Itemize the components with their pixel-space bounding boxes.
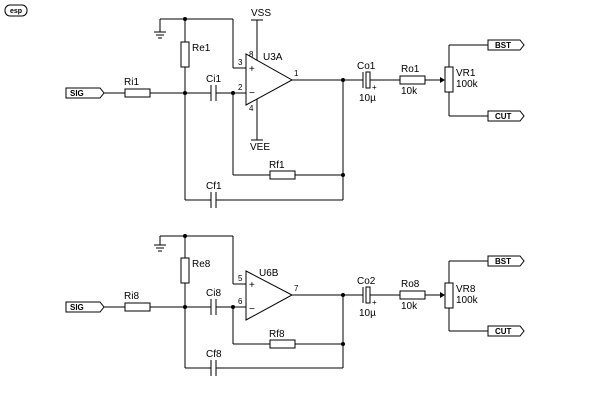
pin-out: 7 xyxy=(294,284,299,293)
channel-1: SIG Ri1 Re1 Ci1 xyxy=(65,8,525,208)
potentiometer-vr1: VR1 100k xyxy=(444,66,479,93)
svg-text:+: + xyxy=(249,280,255,291)
supply-vee-label: VEE xyxy=(250,142,270,153)
resistor-re1: Re1 xyxy=(180,41,211,68)
port-bst-2: BST xyxy=(487,255,525,267)
esp-logo: esp xyxy=(4,4,28,17)
capacitor-ci8: Ci8 xyxy=(206,288,221,315)
svg-text:+: + xyxy=(372,298,377,307)
resistor-ri8: Ri8 xyxy=(124,291,151,312)
pin-inv: 2 xyxy=(238,83,243,92)
input-port-label: SIG xyxy=(70,89,84,98)
resistor-ro8-value: 10k xyxy=(401,301,418,312)
capacitor-ci1-label: Ci1 xyxy=(206,74,221,85)
resistor-rf1-label: Rf1 xyxy=(269,160,285,171)
pin-vneg: 4 xyxy=(249,104,254,113)
port-cut-label: CUT xyxy=(495,327,512,336)
channel-2: SIG Ri8 Re8 Ci8 xyxy=(65,234,525,376)
ground-symbol-2 xyxy=(154,236,166,252)
port-cut-1: CUT xyxy=(487,110,525,122)
input-port-sig-2: SIG xyxy=(65,301,105,313)
opamp-u3a: + − U3A 3 2 1 8 4 xyxy=(238,50,299,113)
resistor-re8-label: Re8 xyxy=(192,259,211,270)
pin-noninv: 3 xyxy=(238,58,243,67)
port-cut-label: CUT xyxy=(495,112,512,121)
resistor-ro1-value: 10k xyxy=(401,86,418,97)
resistor-ri1: Ri1 xyxy=(124,77,151,98)
pin-vpos: 8 xyxy=(249,50,254,59)
resistor-rf8: Rf8 xyxy=(269,329,296,349)
pin-noninv: 5 xyxy=(238,274,243,283)
svg-text:−: − xyxy=(249,88,255,99)
resistor-ri1-label: Ri1 xyxy=(124,77,139,88)
capacitor-co2-value: 10µ xyxy=(359,308,376,319)
port-bst-label: BST xyxy=(495,41,511,50)
resistor-rf8-label: Rf8 xyxy=(269,329,285,340)
port-bst-1: BST xyxy=(487,39,525,51)
potentiometer-vr8-value: 100k xyxy=(456,295,479,306)
resistor-re8: Re8 xyxy=(180,257,211,284)
capacitor-ci8-label: Ci8 xyxy=(206,288,221,299)
resistor-rf1: Rf1 xyxy=(269,160,296,180)
port-bst-label: BST xyxy=(495,257,511,266)
capacitor-cf1: Cf1 xyxy=(206,181,222,208)
input-port-sig-1: SIG xyxy=(65,87,105,99)
svg-text:+: + xyxy=(249,64,255,75)
resistor-ro8-label: Ro8 xyxy=(401,279,420,290)
svg-text:+: + xyxy=(372,83,377,92)
svg-text:−: − xyxy=(249,304,255,315)
opamp-u6b: + − U6B 5 6 7 xyxy=(238,268,299,321)
capacitor-cf8: Cf8 xyxy=(206,349,222,376)
capacitor-co1-label: Co1 xyxy=(357,61,376,72)
capacitor-co2-label: Co2 xyxy=(357,276,376,287)
resistor-ro1: Ro1 10k xyxy=(399,64,426,97)
resistor-ro8: Ro8 10k xyxy=(399,279,426,312)
opamp-u3a-label: U3A xyxy=(263,52,283,63)
capacitor-co1: + Co1 10µ xyxy=(357,61,377,104)
opamp-u6b-label: U6B xyxy=(259,268,279,279)
capacitor-cf8-label: Cf8 xyxy=(206,349,222,360)
resistor-ri8-label: Ri8 xyxy=(124,291,139,302)
pin-inv: 6 xyxy=(238,297,243,306)
input-port-label: SIG xyxy=(70,303,84,312)
capacitor-co1-value: 10µ xyxy=(359,93,376,104)
pin-out: 1 xyxy=(294,69,299,78)
resistor-ro1-label: Ro1 xyxy=(401,64,420,75)
capacitor-cf1-label: Cf1 xyxy=(206,181,222,192)
capacitor-co2: + Co2 10µ xyxy=(357,276,377,319)
port-cut-2: CUT xyxy=(487,325,525,337)
supply-vss-label: VSS xyxy=(251,8,271,19)
potentiometer-vr1-label: VR1 xyxy=(456,68,476,79)
potentiometer-vr8: VR8 100k xyxy=(444,282,479,309)
resistor-re1-label: Re1 xyxy=(192,43,211,54)
potentiometer-vr8-label: VR8 xyxy=(456,284,476,295)
capacitor-ci1: Ci1 xyxy=(206,74,221,101)
potentiometer-vr1-value: 100k xyxy=(456,79,479,90)
esp-logo-text: esp xyxy=(10,8,22,15)
ground-symbol-1 xyxy=(154,19,166,39)
